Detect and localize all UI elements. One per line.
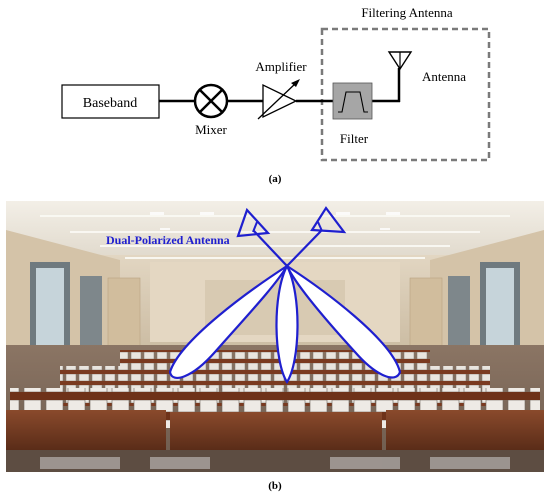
left-feed-line — [253, 230, 288, 267]
left-antenna-icon — [236, 207, 271, 238]
center-beam — [275, 263, 299, 385]
antenna-icon — [387, 51, 413, 71]
mixer-icon — [193, 83, 229, 119]
caption-b: (b) — [268, 480, 282, 492]
left-beam — [168, 265, 288, 380]
baseband-label: Baseband — [83, 96, 137, 111]
conference-room-photo — [6, 201, 544, 472]
filter-icon — [332, 82, 373, 120]
radiation-beams — [168, 206, 402, 385]
amplifier-label: Amplifier — [255, 59, 307, 74]
block-diagram: Filtering Antenna Baseband Mixer Amplifi… — [61, 5, 491, 185]
filter-label: Filter — [340, 131, 369, 146]
dual-polarized-antenna-label: Dual-Polarized Antenna — [106, 233, 230, 247]
mixer-label: Mixer — [195, 122, 227, 137]
right-feed-line — [286, 230, 322, 267]
filtering-antenna-title: Filtering Antenna — [361, 5, 453, 20]
antenna-label: Antenna — [422, 69, 466, 84]
filtering-antenna-box — [320, 27, 491, 162]
baseband-block — [61, 84, 160, 119]
caption-a: (a) — [269, 173, 282, 185]
amplifier-icon — [257, 79, 300, 120]
right-antenna-icon — [310, 206, 347, 234]
right-beam — [284, 262, 402, 379]
